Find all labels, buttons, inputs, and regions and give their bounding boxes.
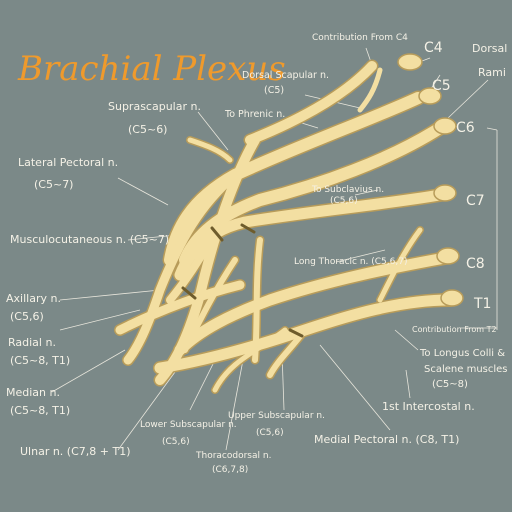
label-to-subclavius-1: To Subclavius n. (311, 185, 384, 195)
root-c6-label: C6 (456, 120, 475, 136)
root-c7-trunk (174, 189, 446, 281)
suprascapular-nerve (187, 137, 233, 163)
root-labels: C4 C5 C6 C7 C8 T1 (424, 40, 491, 312)
ganglion-c4 (397, 53, 423, 71)
label-suprascapular-1: Suprascapular n. (108, 100, 201, 113)
long-thoracic-nerve (377, 227, 423, 303)
label-dorsal-scapular-2: (C5) (264, 85, 284, 96)
ganglion-t1 (440, 289, 464, 307)
label-radial-2: (C5~8, T1) (10, 354, 70, 367)
ganglion-c6 (433, 117, 457, 135)
label-first-intercostal: 1st Intercostal n. (382, 400, 475, 413)
label-long-thoracic: Long Thoracic n. (C5,6,7) (294, 257, 407, 267)
label-lateral-pectoral-1: Lateral Pectoral n. (18, 156, 118, 169)
label-medial-pectoral: Medial Pectoral n. (C8, T1) (314, 433, 459, 446)
axillary-artery-band (115, 280, 245, 335)
label-contribution-c4: Contribution From C4 (312, 33, 408, 43)
root-c6-trunk (179, 122, 446, 266)
label-to-subclavius-2: (C5,6) (330, 196, 358, 206)
label-thoracodorsal-1: Thoracodorsal n. (195, 451, 271, 461)
label-lower-subscapular-1: Lower Subscapular n. (140, 420, 237, 430)
label-median-2: (C5~8, T1) (10, 404, 70, 417)
label-lateral-pectoral-2: (C5~7) (34, 178, 73, 191)
ganglion-c7 (433, 184, 457, 202)
label-suprascapular-2: (C5~6) (128, 123, 167, 136)
root-ganglia (397, 53, 464, 307)
root-c5-label: C5 (432, 78, 451, 94)
lower-subscapular-nerve (182, 257, 238, 353)
label-contribution-t2: Contribution From T2 (412, 325, 497, 334)
root-c4-trunk (245, 61, 377, 145)
label-dorsal-rami-1: Dorsal (472, 42, 507, 55)
ganglion-c8 (436, 247, 460, 265)
dorsal-scapular-nerve (357, 67, 383, 113)
label-ulnar: Ulnar n. (C7,8 + T1) (20, 445, 131, 458)
musculocutaneous-nerve (166, 206, 234, 304)
leader-lines (51, 47, 498, 451)
lateral-cord (155, 135, 260, 385)
label-upper-subscapular-1: Upper Subscapular n. (228, 411, 325, 421)
label-musculocutaneous: Musculocutaneous n. (C5~7) (10, 233, 169, 246)
ganglion-c5 (418, 87, 442, 105)
label-to-phrenic: To Phrenic n. (224, 109, 285, 120)
nerve-labels: Contribution From C4 Dorsal Rami Dorsal … (6, 33, 508, 475)
label-dorsal-scapular-1: Dorsal Scapular n. (242, 70, 329, 81)
root-c5-trunk (164, 92, 424, 266)
crossing-shadows (181, 223, 304, 338)
label-dorsal-rami-2: Rami (478, 66, 506, 79)
posterior-cord (123, 170, 240, 365)
label-axillary-2: (C5,6) (10, 310, 44, 323)
label-longus-2: Scalene muscles (424, 364, 508, 375)
label-longus-1: To Longus Colli & (419, 348, 505, 359)
page-title: Brachial Plexus (17, 49, 286, 89)
label-upper-subscapular-2: (C5,6) (256, 428, 284, 438)
label-lower-subscapular-2: (C5,6) (162, 437, 190, 447)
root-c7-label: C7 (466, 193, 485, 209)
label-thoracodorsal-2: (C6,7,8) (212, 465, 248, 475)
label-median-1: Median n. (6, 386, 60, 399)
label-axillary-1: Axillary n. (6, 292, 61, 305)
root-t1-label: T1 (473, 296, 491, 312)
root-c8-label: C8 (466, 256, 485, 272)
label-longus-3: (C5~8) (432, 379, 468, 390)
root-c4-label: C4 (424, 40, 443, 56)
nerve-bundles (115, 61, 456, 393)
label-radial-1: Radial n. (8, 336, 56, 349)
medial-pectoral-nerve (212, 327, 288, 393)
